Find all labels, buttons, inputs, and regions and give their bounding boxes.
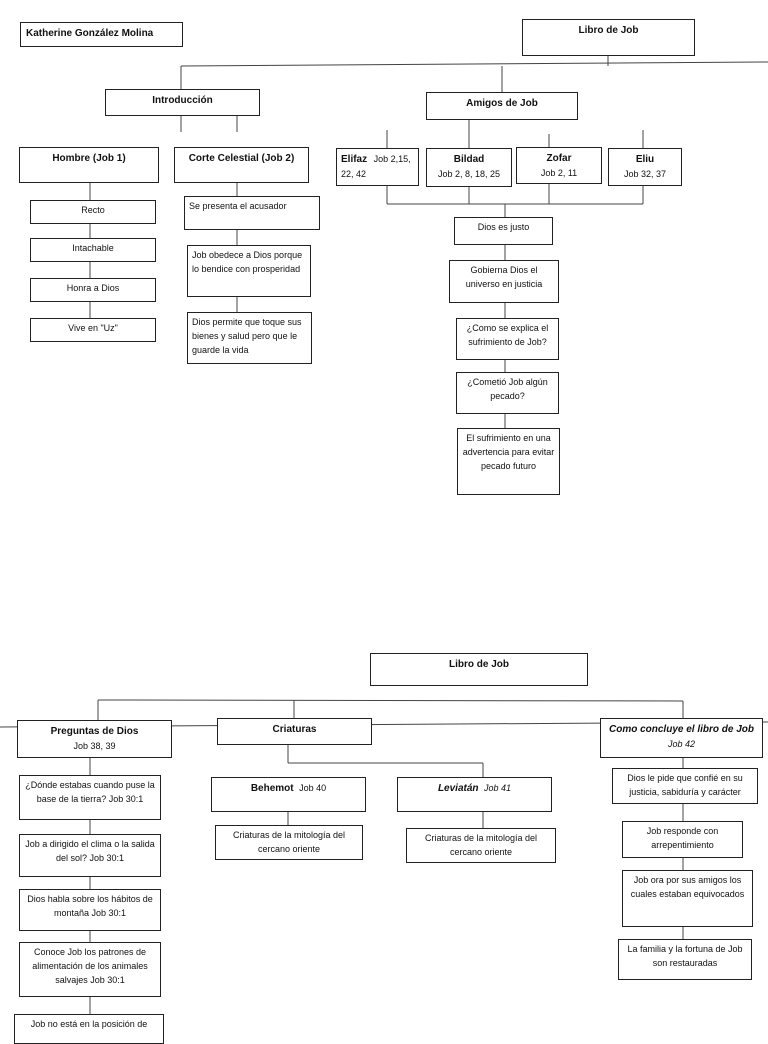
root-node-book-of-job: Libro de Job [522,19,695,56]
friend-item-label: Gobierna Dios el universo en justicia [465,265,543,289]
leviatan-ref: Job 41 [484,783,512,793]
concluye-item-label: Dios le pide que confié en su justicia, … [627,773,743,797]
corte-item-permite: Dios permite que toque sus bienes y salu… [187,312,312,364]
hombre-item-label: Intachable [72,243,114,253]
concluye-ref: Job 42 [667,738,696,749]
hombre-item-label: Recto [81,205,105,215]
leviatan-name: Leviatán [437,783,479,794]
corte-item-obedece: Job obedece a Dios porque lo bendice con… [187,245,311,297]
hombre-node: Hombre (Job 1) [19,147,159,183]
friend-item-gobierna: Gobierna Dios el universo en justicia [449,260,559,303]
corte-node: Corte Celestial (Job 2) [174,147,309,183]
concluye-item-restauradas: La familia y la fortuna de Job son resta… [618,939,752,980]
friend-item-advertencia: El sufrimiento en una advertencia para e… [457,428,560,495]
preguntas-item-clima: Job a dirigido el clima o la salida del … [19,834,161,877]
corte-label: Corte Celestial (Job 2) [188,153,295,164]
friend-ref: Job 2, 11 [540,167,578,178]
friend-item-justo: Dios es justo [454,217,553,245]
friend-name: Eliu [635,154,655,165]
friend-zofar: Zofar Job 2, 11 [516,147,602,184]
root-label: Libro de Job [449,659,509,670]
concluye-item-arrepentimiento: Job responde con arrepentimiento [622,821,743,858]
preguntas-item-label: Job no está en la posición de [30,1019,148,1029]
friends-label: Amigos de Job [466,98,538,109]
preguntas-item-montana: Dios habla sobre los hábitos de montaña … [19,889,161,931]
friend-eliu: Eliu Job 32, 37 [608,148,682,186]
concluye-item-ora: Job ora por sus amigos los cuales estaba… [622,870,753,927]
concluye-item-confie: Dios le pide que confié en su justicia, … [612,768,758,804]
hombre-item-intachable: Intachable [30,238,156,262]
leviatan-desc: Criaturas de la mitología del cercano or… [406,828,556,863]
corte-item-acusador: Se presenta el acusador [184,196,320,230]
preguntas-item-label: Dios habla sobre los hábitos de montaña … [27,894,153,918]
preguntas-item-alimentacion: Conoce Job los patrones de alimentación … [19,942,161,997]
hombre-item-label: Vive en "Uz" [68,323,118,333]
criaturas-label: Criaturas [272,724,317,735]
friend-elifaz: Elifaz Job 2,15, 22, 42 [336,148,419,186]
root-node-book-of-job-2: Libro de Job [370,653,588,686]
behemot-desc-label: Criaturas de la mitología del cercano or… [232,830,346,854]
behemot-node: Behemot Job 40 [211,777,366,812]
friend-item-sufrimiento: ¿Como se explica el sufrimiento de Job? [456,318,559,360]
concluye-item-label: Job ora por sus amigos los cuales estaba… [630,875,745,899]
hombre-item-label: Honra a Dios [66,283,120,293]
friend-name: Bildad [453,154,485,165]
preguntas-item-posicion: Job no está en la posición de [14,1014,164,1044]
corte-item-label: Job obedece a Dios porque lo bendice con… [192,250,303,274]
preguntas-item-base: ¿Dónde estabas cuando puse la base de la… [19,775,161,820]
preguntas-ref: Job 38, 39 [73,740,116,751]
root-label: Libro de Job [578,25,639,36]
hombre-item-recto: Recto [30,200,156,224]
friend-ref: Job 2, 8, 18, 25 [437,168,501,179]
friends-node: Amigos de Job [426,92,578,120]
hombre-item-uz: Vive en "Uz" [30,318,156,342]
concluye-title: Como concluye el libro de Job [608,724,755,735]
preguntas-item-label: ¿Dónde estabas cuando puse la base de la… [25,780,155,804]
leviatan-desc-label: Criaturas de la mitología del cercano or… [424,833,538,857]
friend-item-pecado: ¿Cometió Job algún pecado? [456,372,559,414]
criaturas-node: Criaturas [217,718,372,745]
corte-item-label: Dios permite que toque sus bienes y salu… [192,317,302,355]
preguntas-item-label: Conoce Job los patrones de alimentación … [32,947,148,985]
author-name: Katherine González Molina [26,28,154,39]
preguntas-item-label: Job a dirigido el clima o la salida del … [25,839,155,863]
author-name-box: Katherine González Molina [20,22,183,47]
friend-item-label: El sufrimiento en una advertencia para e… [462,433,555,471]
intro-node: Introducción [105,89,260,116]
friend-item-label: ¿Cometió Job algún pecado? [467,377,548,401]
friend-name: Elifaz [341,154,368,165]
preguntas-node: Preguntas de Dios Job 38, 39 [17,720,172,758]
corte-item-label: Se presenta el acusador [189,201,287,211]
friend-item-label: Dios es justo [477,222,530,232]
friend-name: Zofar [546,153,572,164]
preguntas-title: Preguntas de Dios [50,726,139,737]
behemot-name: Behemot [250,783,294,794]
concluye-item-label: Job responde con arrepentimiento [646,826,719,850]
friend-item-label: ¿Como se explica el sufrimiento de Job? [466,323,549,347]
friend-ref: Job 32, 37 [623,168,667,179]
intro-label: Introducción [152,95,213,106]
hombre-item-honra: Honra a Dios [30,278,156,302]
friend-ref: Job 2,15, 22, 42 [341,154,411,179]
behemot-desc: Criaturas de la mitología del cercano or… [215,825,363,860]
concluye-node: Como concluye el libro de Job Job 42 [600,718,763,758]
concluye-item-label: La familia y la fortuna de Job son resta… [627,944,743,968]
behemot-ref: Job 40 [299,783,327,793]
leviatan-node: Leviatán Job 41 [397,777,552,812]
hombre-label: Hombre (Job 1) [52,153,126,164]
friend-bildad: Bildad Job 2, 8, 18, 25 [426,148,512,187]
